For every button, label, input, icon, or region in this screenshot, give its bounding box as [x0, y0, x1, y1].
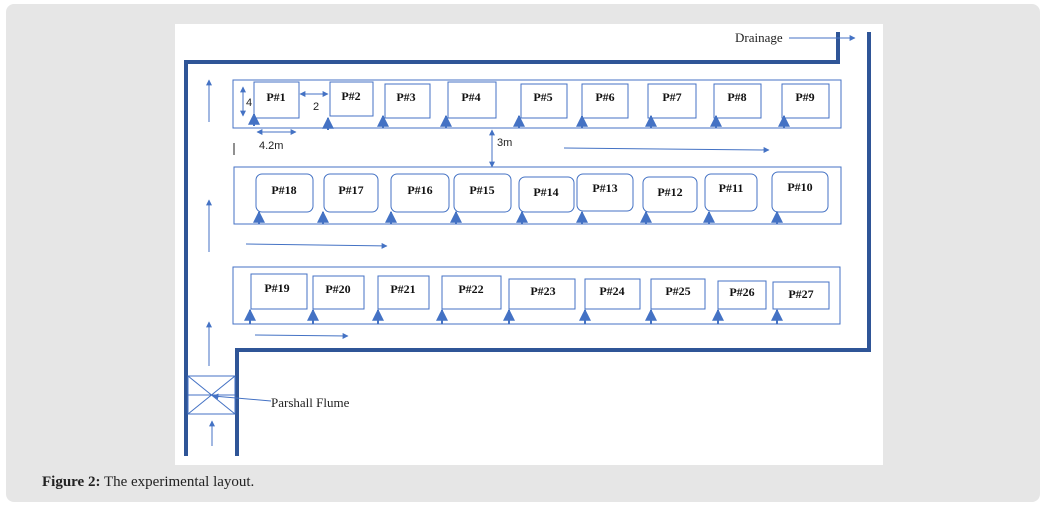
plot-label: P#2	[341, 89, 360, 103]
plot-cell: P#25	[650, 278, 706, 310]
flow-arrow	[563, 146, 770, 153]
row-gap-label: 3m	[497, 137, 512, 149]
plot-cell: P#11	[704, 173, 758, 212]
plot-label: P#17	[338, 183, 363, 197]
row-boundary	[233, 166, 842, 225]
figure-frame: Drainage Parshall Flume P#1 P#2 P#3 P#4 …	[6, 4, 1040, 502]
canal-left	[184, 62, 188, 456]
drainage-label: Drainage	[735, 30, 783, 45]
plot-label: P#8	[727, 90, 746, 104]
row-boundary	[232, 79, 842, 129]
inlet-markers	[244, 308, 783, 324]
plot-cell: P#9	[781, 83, 830, 119]
plot-label: P#25	[665, 284, 690, 298]
plot-label: P#22	[458, 282, 483, 296]
plot-label: P#24	[599, 284, 624, 298]
plot-label: P#14	[533, 185, 558, 199]
plot-label: P#5	[533, 90, 552, 104]
flow-arrow	[245, 242, 388, 249]
plot-cell: P#23	[508, 278, 576, 310]
caption-text: The experimental layout.	[100, 474, 255, 490]
figure-caption: Figure 2: The experimental layout.	[42, 474, 254, 491]
plot-row-1: P#1 P#2 P#3 P#4 P#5 P#6 P#7 P#8 P#9	[232, 79, 842, 130]
plot-row-2: P#18 P#17 P#16 P#15 P#14 P#13 P#12 P#11 …	[233, 166, 842, 249]
flume-label: Parshall Flume	[271, 395, 350, 410]
plot-cell: P#16	[390, 173, 450, 213]
inlet-markers	[253, 210, 783, 224]
plot-label: P#10	[787, 180, 812, 194]
flow-arrows-left	[206, 79, 215, 446]
plot-label: P#21	[390, 282, 415, 296]
plot-label: P#16	[407, 183, 432, 197]
plot-label: P#20	[325, 282, 350, 296]
plot-label: P#9	[795, 90, 814, 104]
plot-cell: P#8	[713, 83, 762, 119]
plot-cell: P#1	[253, 81, 300, 119]
plot-width-label: 4	[246, 97, 252, 109]
plot-cell: P#20	[312, 275, 365, 310]
plot-length-label: 4.2m	[259, 140, 283, 152]
plot-label: P#23	[530, 284, 555, 298]
canal-right	[867, 32, 871, 352]
canal-top-riser	[836, 32, 840, 64]
plot-label: P#19	[264, 281, 289, 295]
canal-bottom	[235, 348, 871, 352]
plot-label: P#13	[592, 181, 617, 195]
plot-cell: P#2	[329, 81, 374, 117]
plot-cell: P#27	[772, 281, 830, 310]
canals	[184, 32, 871, 456]
plot-label: P#6	[595, 90, 614, 104]
plot-label: P#27	[788, 287, 813, 301]
row-boundary	[232, 266, 841, 325]
parshall-flume	[187, 375, 236, 415]
flume-pointer	[212, 393, 272, 402]
layout-svg: Drainage Parshall Flume P#1 P#2 P#3 P#4 …	[184, 30, 871, 456]
plot-cell: P#17	[323, 173, 379, 213]
plot-cell: P#3	[384, 83, 431, 119]
plot-label: P#7	[662, 90, 681, 104]
plot-label: P#15	[469, 183, 494, 197]
canal-top	[184, 60, 840, 64]
plot-label: P#26	[729, 285, 754, 299]
plot-cell: P#13	[576, 173, 634, 212]
plot-cell: P#22	[441, 275, 502, 310]
plot-label: P#4	[461, 90, 480, 104]
plot-gap-label: 2	[313, 101, 319, 113]
plot-cell: P#15	[453, 173, 512, 213]
flow-arrow	[254, 332, 349, 339]
plot-cell: P#4	[447, 81, 497, 119]
plot-cell: P#6	[581, 83, 629, 119]
plot-row-3: P#19 P#20 P#21 P#22 P#23 P#24 P#25 P#26 …	[232, 266, 841, 339]
plot-label: P#3	[396, 90, 415, 104]
plot-cell: P#12	[642, 176, 698, 213]
plot-cell: P#26	[717, 280, 767, 310]
plot-label: P#12	[657, 185, 682, 199]
plot-cell: P#10	[771, 171, 829, 213]
dimensions: 4 2 4.2m 3m	[233, 86, 770, 168]
canal-bottom-riser	[235, 348, 239, 456]
caption-label: Figure 2:	[42, 474, 101, 490]
drainage: Drainage	[735, 30, 856, 45]
plot-cell: P#14	[518, 176, 575, 213]
plot-cell: P#24	[584, 278, 641, 310]
plot-label: P#1	[266, 90, 285, 104]
plot-cell: P#19	[250, 273, 308, 310]
plot-label: P#18	[271, 183, 296, 197]
plot-cell: P#21	[377, 275, 430, 310]
plot-label: P#11	[719, 181, 744, 195]
plot-cell: P#5	[520, 83, 568, 119]
layout-diagram: Drainage Parshall Flume P#1 P#2 P#3 P#4 …	[175, 24, 883, 465]
flume-annotation: Parshall Flume	[212, 393, 350, 410]
inlet-markers	[248, 112, 790, 130]
plot-cell: P#7	[647, 83, 697, 119]
plot-cell: P#18	[255, 173, 314, 213]
